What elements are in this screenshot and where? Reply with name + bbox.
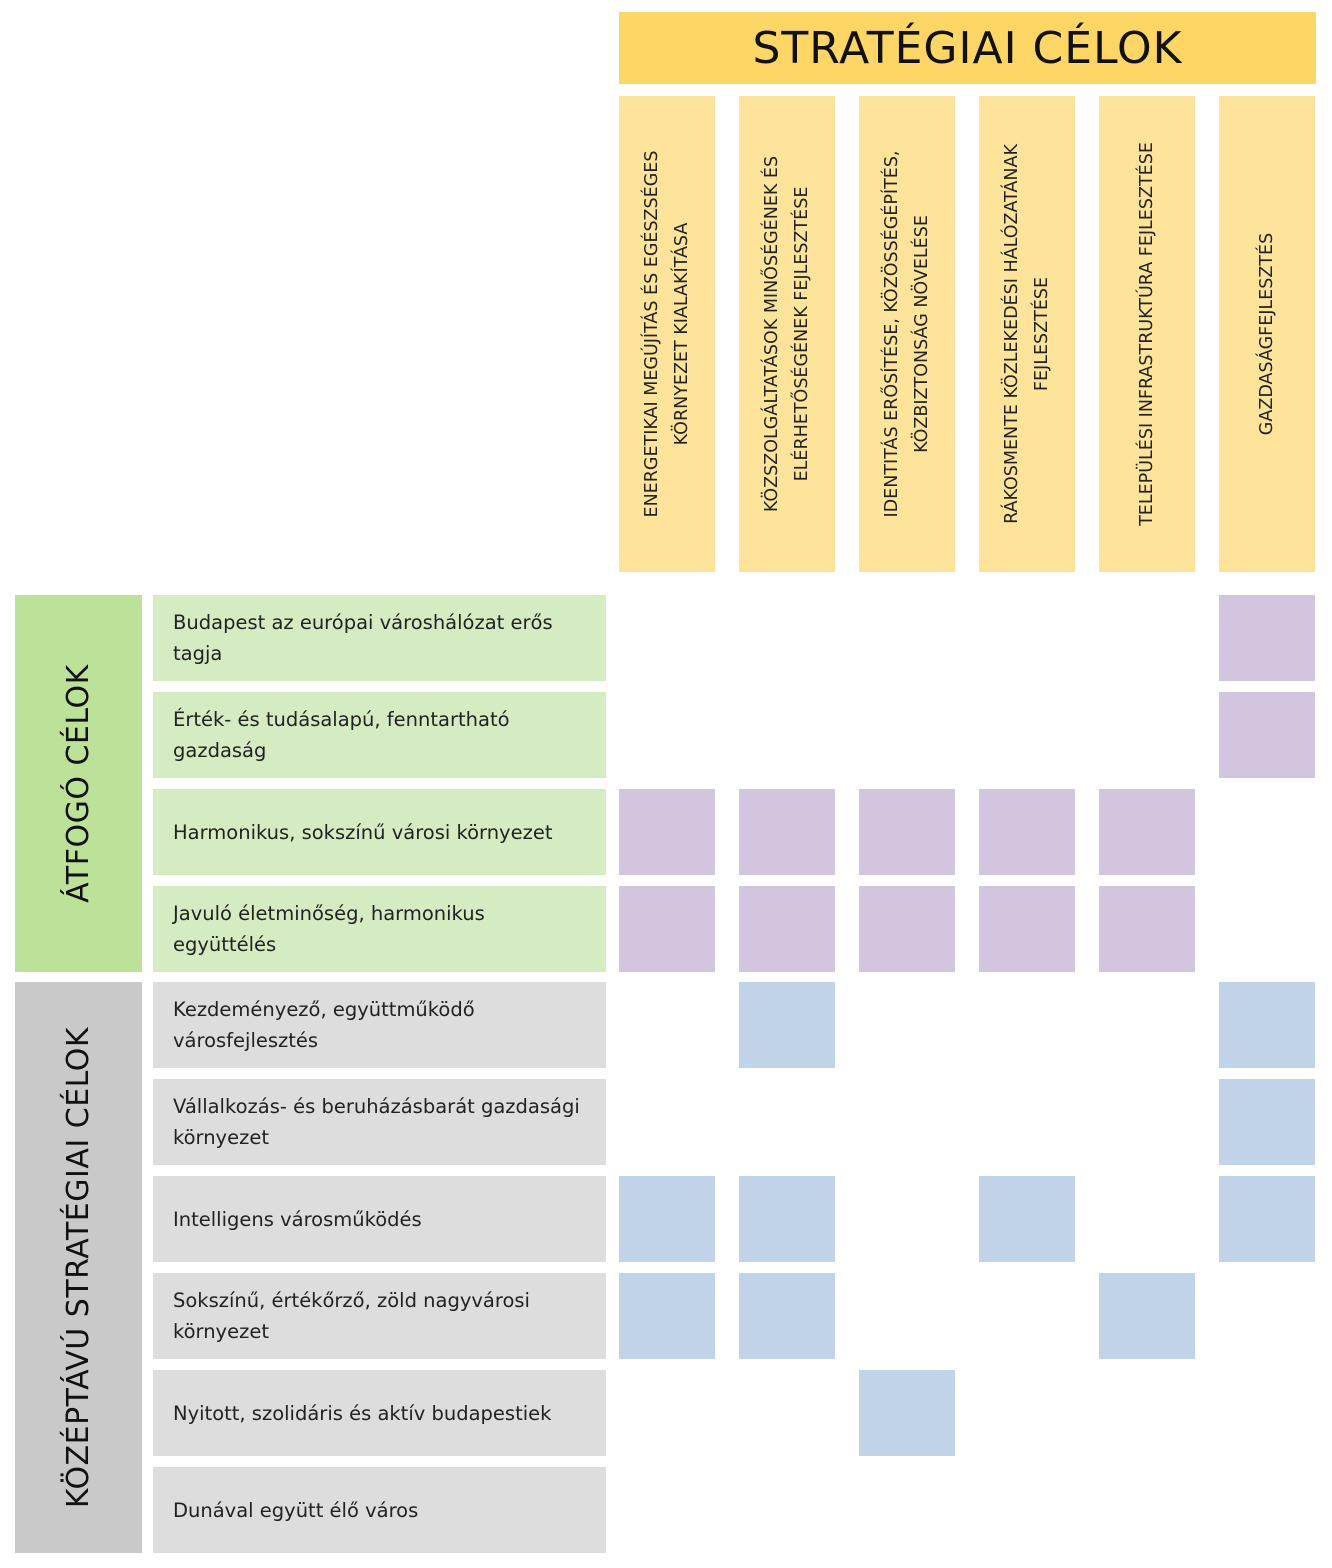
link-cell [1099, 886, 1195, 972]
column-header-6: GAZDASÁGFEJLESZTÉS [1219, 96, 1315, 572]
row-label-box: Intelligens városműködés [153, 1176, 606, 1262]
link-cell [619, 789, 715, 875]
row-label-box: Vállalkozás- és beruházásbarát gazdasági… [153, 1079, 606, 1165]
link-cell [619, 1176, 715, 1262]
link-cell [739, 789, 835, 875]
column-header-4: RÁKOSMENTE KÖZLEKEDÉSI HÁLÓZATÁNAK FEJLE… [979, 96, 1075, 572]
row-label-box: Kezdeményező, együttműködő városfejleszt… [153, 982, 606, 1068]
link-cell [979, 789, 1075, 875]
group-2: KÖZÉPTÁVÚ STRATÉGIAI CÉLOK [15, 982, 142, 1553]
column-header-label: IDENTITÁS ERŐSÍTÉSE, KÖZÖSSÉGÉPÍTÉS, KÖZ… [882, 150, 932, 518]
link-cell [1219, 1176, 1315, 1262]
link-cell [619, 886, 715, 972]
column-header-1: ENERGETIKAI MEGÚJÍTÁS ÉS EGÉSZSÉGES KÖRN… [619, 96, 715, 572]
header-title: STRATÉGIAI CÉLOK [752, 22, 1183, 74]
link-cell [979, 1176, 1075, 1262]
column-header-label: RÁKOSMENTE KÖZLEKEDÉSI HÁLÓZATÁNAK FEJLE… [1002, 144, 1052, 524]
row-label: Nyitott, szolidáris és aktív budapestiek [173, 1401, 552, 1425]
row-label: Budapest az európai városhálózat erős ta… [173, 611, 553, 665]
link-cell [739, 1176, 835, 1262]
column-header-label: GAZDASÁGFEJLESZTÉS [1257, 232, 1277, 436]
row-label-box: Sokszínű, értékőrző, zöld nagyvárosi kör… [153, 1273, 606, 1359]
column-header-label: KÖZSZOLGÁLTATÁSOK MINŐSÉGÉNEK ÉS ELÉRHET… [762, 155, 812, 513]
row-label: Harmonikus, sokszínű városi környezet [173, 820, 553, 844]
link-cell [619, 1273, 715, 1359]
link-cell [1219, 982, 1315, 1068]
link-cell [739, 886, 835, 972]
header-title-banner: STRATÉGIAI CÉLOK [619, 12, 1316, 84]
column-header-label: ENERGETIKAI MEGÚJÍTÁS ÉS EGÉSZSÉGES KÖRN… [642, 150, 692, 518]
row-label: Sokszínű, értékőrző, zöld nagyvárosi kör… [173, 1289, 530, 1343]
link-cell [1219, 595, 1315, 681]
row-label-box: Budapest az európai városhálózat erős ta… [153, 595, 606, 681]
row-label: Vállalkozás- és beruházásbarát gazdasági… [173, 1095, 580, 1149]
row-label-box: Érték- és tudásalapú, fenntartható gazda… [153, 692, 606, 778]
row-label: Javuló életminőség, harmonikus együttélé… [173, 902, 485, 956]
link-cell [1099, 789, 1195, 875]
row-label: Dunával együtt élő város [173, 1498, 419, 1522]
group-label: ÁTFOGÓ CÉLOK [61, 664, 96, 903]
link-cell [859, 1370, 955, 1456]
column-header-2: KÖZSZOLGÁLTATÁSOK MINŐSÉGÉNEK ÉS ELÉRHET… [739, 96, 835, 572]
link-cell [1219, 1079, 1315, 1165]
link-cell [859, 789, 955, 875]
row-label-box: Nyitott, szolidáris és aktív budapestiek [153, 1370, 606, 1456]
group-label: KÖZÉPTÁVÚ STRATÉGIAI CÉLOK [61, 1026, 97, 1509]
column-header-3: IDENTITÁS ERŐSÍTÉSE, KÖZÖSSÉGÉPÍTÉS, KÖZ… [859, 96, 955, 572]
row-label: Érték- és tudásalapú, fenntartható gazda… [173, 708, 510, 762]
row-label: Kezdeményező, együttműködő városfejleszt… [173, 998, 475, 1052]
row-label-box: Harmonikus, sokszínű városi környezet [153, 789, 606, 875]
column-header-label: TELEPÜLÉSI INFRASTRUKTÚRA FEJLESZTÉSE [1137, 142, 1157, 526]
link-cell [739, 1273, 835, 1359]
link-cell [739, 982, 835, 1068]
link-cell [859, 886, 955, 972]
link-cell [1099, 1273, 1195, 1359]
link-cell [1219, 692, 1315, 778]
column-header-5: TELEPÜLÉSI INFRASTRUKTÚRA FEJLESZTÉSE [1099, 96, 1195, 572]
row-label-box: Dunával együtt élő város [153, 1467, 606, 1553]
group-1: ÁTFOGÓ CÉLOK [15, 595, 142, 972]
row-label: Intelligens városműködés [173, 1207, 422, 1231]
link-cell [979, 886, 1075, 972]
row-label-box: Javuló életminőség, harmonikus együttélé… [153, 886, 606, 972]
